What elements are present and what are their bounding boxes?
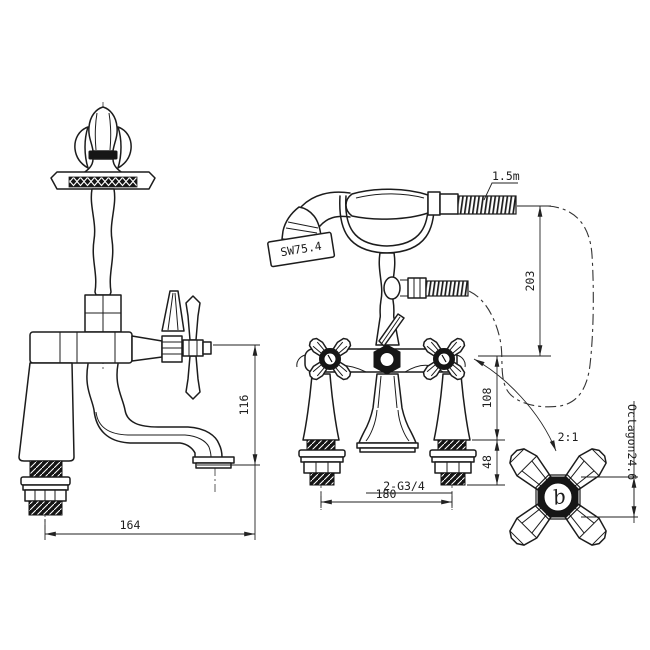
cross-hub xyxy=(182,339,204,357)
side-lever-blade xyxy=(161,290,185,332)
label-thread-spec: 2-G3/4 xyxy=(366,479,452,494)
shower-head-plate: SW75.4 xyxy=(267,231,336,268)
hose-drop-text: 203 xyxy=(523,271,537,292)
dimensions: 1.5m 203 108 48 2-G3/4 180 xyxy=(44,169,639,540)
side-flange xyxy=(20,476,71,486)
dim-body-height-108: 108 xyxy=(467,356,505,486)
logo-monogram: b xyxy=(551,484,569,510)
side-leg-cone xyxy=(18,362,75,462)
front-center-spout xyxy=(356,373,419,453)
diverter-boss xyxy=(383,276,401,300)
handset-ferrule xyxy=(427,191,441,216)
center-hex-nut xyxy=(373,344,401,375)
front-leg-left xyxy=(298,373,346,486)
side-view xyxy=(18,102,235,530)
tail-length-text: 48 xyxy=(480,455,494,469)
side-column xyxy=(90,188,116,296)
leg-flange xyxy=(298,449,346,458)
spout-rim-upper xyxy=(192,456,235,464)
leg-thread-upper xyxy=(437,439,467,451)
handle-index-mark xyxy=(327,354,333,363)
dim-hose-drop-203: 203 xyxy=(478,205,551,357)
hose-stub-ribbed xyxy=(425,280,469,297)
hose-continuation-loop xyxy=(468,205,594,408)
center-spout-rim-lower xyxy=(359,447,416,453)
dim-octagon: Octagon24.6 xyxy=(581,401,639,523)
cross-arm-front-stub xyxy=(202,341,212,355)
dim-tail-48: 48 xyxy=(480,440,500,485)
dim-height-116: 116 xyxy=(197,344,260,466)
hose-nut xyxy=(439,193,459,215)
octagon-dim-text: Octagon24.6 xyxy=(625,404,639,480)
dim-hose-length: 1.5m xyxy=(483,169,520,201)
hose-port-nut xyxy=(407,277,427,299)
height-text: 116 xyxy=(237,395,251,416)
side-thread-tail xyxy=(28,500,63,516)
detail-view: 2:1 b xyxy=(473,358,613,552)
side-body xyxy=(29,331,133,364)
reach-text: 164 xyxy=(120,518,141,532)
side-handle-collar xyxy=(161,335,183,363)
leg-cone xyxy=(302,373,340,441)
side-thread-upper xyxy=(29,460,63,478)
cradle-ornament-band xyxy=(68,176,138,188)
leg-thread-tail xyxy=(440,472,466,486)
dim-tap-centres-180: 180 xyxy=(320,487,453,508)
leg-cone xyxy=(433,373,471,441)
cold-handle xyxy=(420,335,468,383)
side-handle-taper xyxy=(131,335,163,362)
spout-rim-lower xyxy=(195,462,232,469)
front-handset: SW75.4 xyxy=(267,188,517,268)
handle-index-mark xyxy=(441,354,447,363)
cradle-horn-left xyxy=(74,126,89,169)
detail-scale-label: 2:1 xyxy=(558,430,579,444)
cradle-inner xyxy=(344,195,430,247)
dim-reach-164: 164 xyxy=(44,465,256,540)
cross-arm-down xyxy=(185,355,201,400)
tap-centres-text: 180 xyxy=(376,487,397,501)
shower-hose-ribbed xyxy=(457,195,517,215)
shower-head-width-label: SW75.4 xyxy=(279,239,322,259)
side-handset-cradle xyxy=(50,106,156,190)
handset-grip-band xyxy=(88,150,118,160)
leg-flange xyxy=(429,449,477,458)
hot-handle xyxy=(306,335,354,383)
detail-cross-handle: b xyxy=(503,442,613,552)
side-spout xyxy=(86,363,235,469)
leg-backnut xyxy=(434,461,472,474)
hose-length-text: 1.5m xyxy=(492,169,520,183)
cross-arm-up xyxy=(185,295,201,341)
handle-octagon-outline xyxy=(535,474,581,520)
cradle-horn-right xyxy=(117,126,132,169)
handset-grip-side xyxy=(88,106,118,152)
front-view: SW75.4 xyxy=(267,188,517,510)
leg-thread-upper xyxy=(306,439,336,451)
side-handle xyxy=(131,290,212,400)
handset-grip xyxy=(345,188,429,220)
thread-spec-text: 2-G3/4 xyxy=(383,479,425,493)
side-leg xyxy=(18,362,75,516)
leg-backnut xyxy=(303,461,341,474)
leg-thread-tail xyxy=(309,472,335,486)
body-height-text: 108 xyxy=(480,388,494,409)
front-leg-right xyxy=(429,373,477,486)
detail-callout-arrow xyxy=(473,358,557,452)
